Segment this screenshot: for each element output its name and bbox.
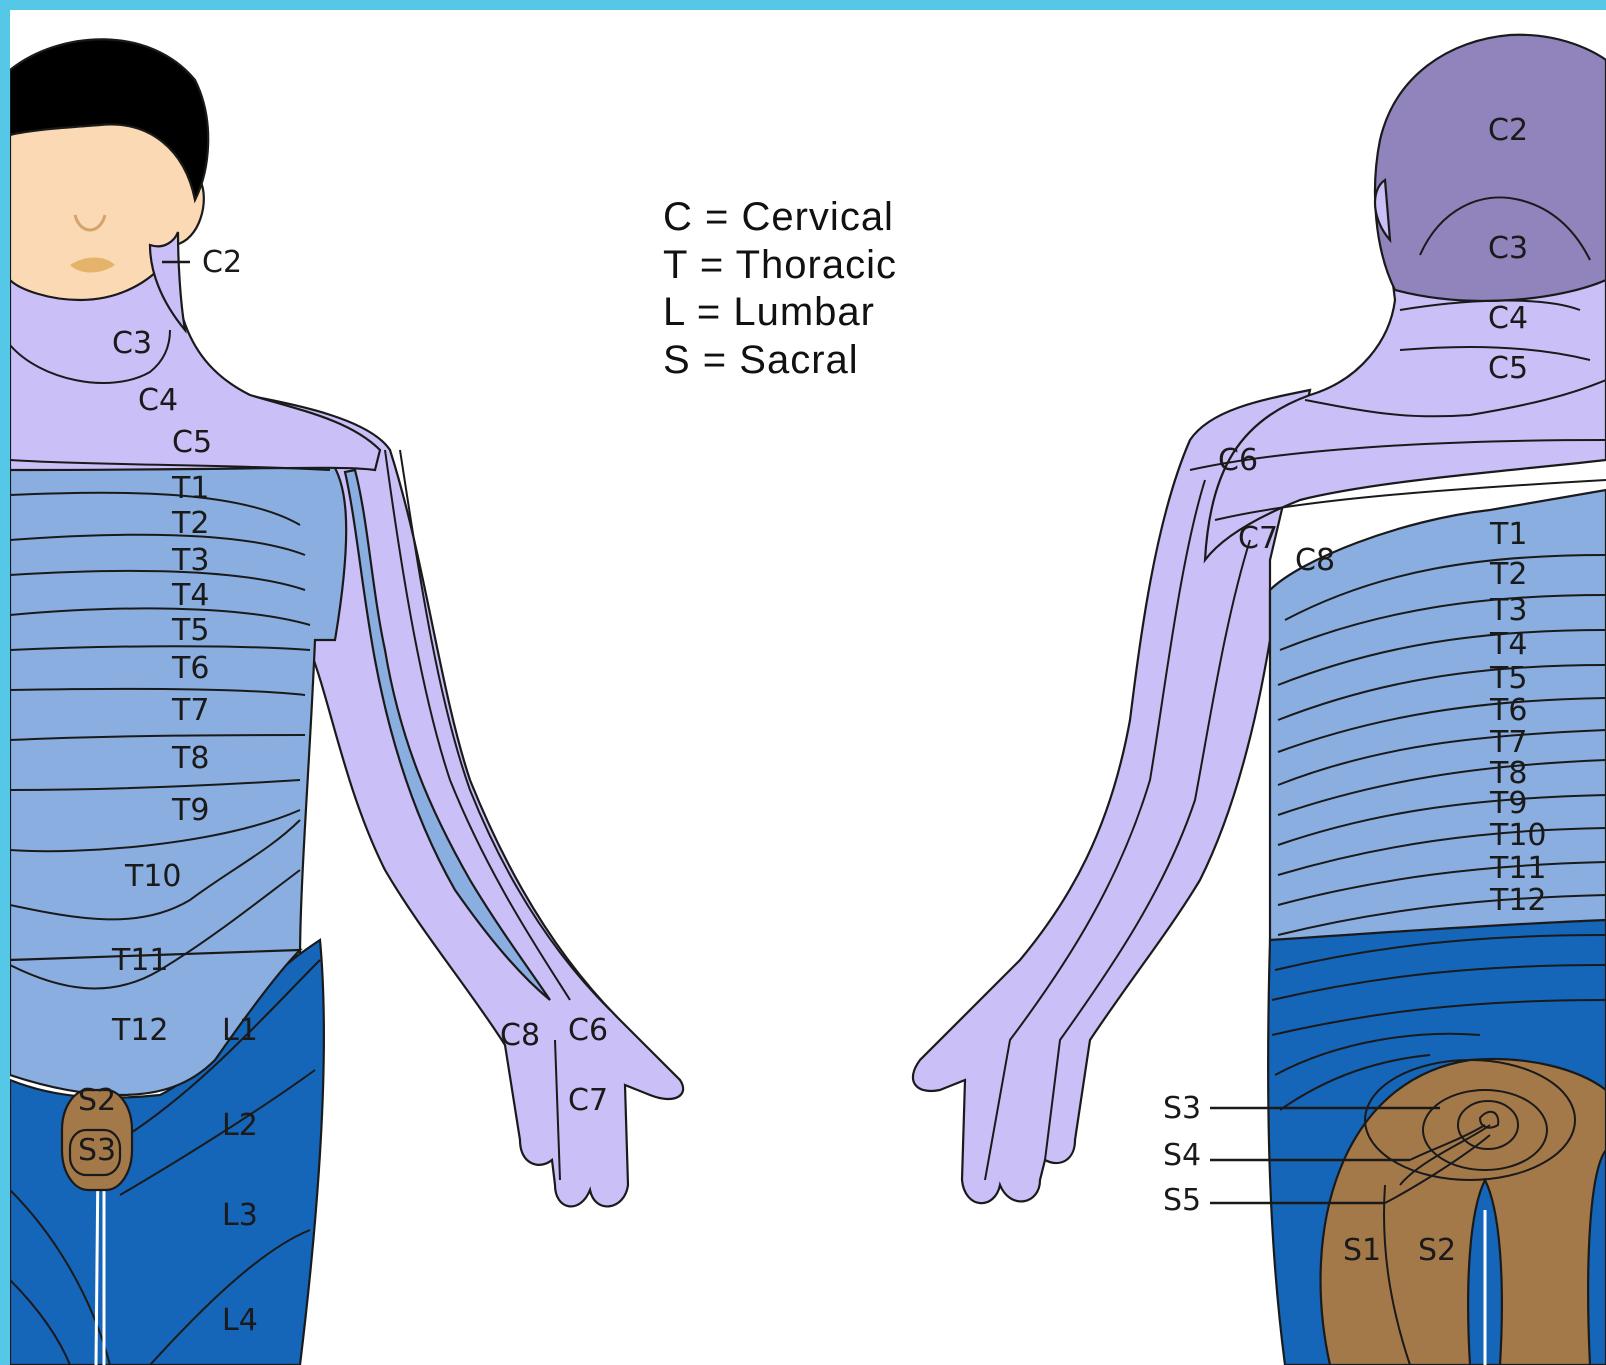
front-label-l3: L3 — [222, 1198, 258, 1233]
back-label-t3: T3 — [1489, 593, 1527, 628]
back-label-t4: T4 — [1489, 627, 1527, 662]
back-label-s1: S1 — [1343, 1233, 1381, 1268]
front-label-c5: C5 — [172, 425, 212, 460]
front-label-s2: S2 — [78, 1083, 116, 1118]
front-label-t10: T10 — [124, 859, 182, 894]
back-label-s2: S2 — [1418, 1233, 1456, 1268]
back-label-s5: S5 — [1163, 1183, 1201, 1218]
front-label-t5: T5 — [171, 613, 209, 648]
front-label-c7: C7 — [568, 1083, 608, 1118]
front-label-c6: C6 — [568, 1013, 608, 1048]
front-label-c8: C8 — [500, 1018, 540, 1053]
front-label-t4: T4 — [171, 578, 209, 613]
legend-sacral: S = Sacral — [663, 338, 859, 382]
back-label-t7: T7 — [1489, 725, 1527, 760]
back-label-t1: T1 — [1489, 517, 1527, 552]
back-label-c3: C3 — [1488, 231, 1528, 266]
legend: C = Cervical T = Thoracic L = Lumbar S =… — [663, 195, 897, 382]
back-label-t9: T9 — [1489, 786, 1527, 821]
front-label-c2: C2 — [202, 245, 242, 280]
back-label-t11: T11 — [1489, 851, 1547, 886]
legend-lumbar: L = Lumbar — [663, 290, 875, 334]
front-label-t8: T8 — [171, 741, 209, 776]
back-label-c5: C5 — [1488, 351, 1528, 386]
front-label-l1: L1 — [222, 1013, 258, 1048]
front-label-s3: S3 — [78, 1133, 116, 1168]
back-label-c6: C6 — [1218, 443, 1258, 478]
front-view: C2 C3 C4 C5 T1 T2 T3 T4 T5 T6 T7 T8 T9 T… — [10, 39, 683, 1365]
front-label-t9: T9 — [171, 793, 209, 828]
back-label-t6: T6 — [1489, 693, 1527, 728]
diagram-frame: C2 C3 C4 C5 T1 T2 T3 T4 T5 T6 T7 T8 T9 T… — [10, 10, 1606, 1365]
back-label-c7: C7 — [1238, 521, 1278, 556]
front-label-c4: C4 — [138, 383, 178, 418]
back-label-s3: S3 — [1163, 1091, 1201, 1126]
front-label-t12: T12 — [111, 1013, 169, 1048]
back-label-s4: S4 — [1163, 1138, 1201, 1173]
front-label-t7: T7 — [171, 693, 209, 728]
legend-cervical: C = Cervical — [663, 195, 894, 239]
back-label-t5: T5 — [1489, 661, 1527, 696]
front-label-l2: L2 — [222, 1108, 258, 1143]
back-label-t12: T12 — [1489, 883, 1547, 918]
front-label-t2: T2 — [171, 506, 209, 541]
front-label-t3: T3 — [171, 543, 209, 578]
dermatome-diagram: C2 C3 C4 C5 T1 T2 T3 T4 T5 T6 T7 T8 T9 T… — [10, 10, 1606, 1365]
front-label-l4: L4 — [222, 1303, 258, 1338]
back-label-t2: T2 — [1489, 557, 1527, 592]
front-label-t6: T6 — [171, 651, 209, 686]
front-label-t11: T11 — [111, 943, 169, 978]
back-label-c4: C4 — [1488, 301, 1528, 336]
front-label-t1: T1 — [171, 471, 209, 506]
front-label-c3: C3 — [112, 326, 152, 361]
back-view: C2 C3 C4 C5 C6 C7 C8 T1 T2 T3 T4 T5 T6 T… — [913, 35, 1606, 1365]
legend-thoracic: T = Thoracic — [663, 243, 897, 287]
back-label-t10: T10 — [1489, 818, 1547, 853]
back-label-c2: C2 — [1488, 113, 1528, 148]
back-label-c8: C8 — [1295, 543, 1335, 578]
